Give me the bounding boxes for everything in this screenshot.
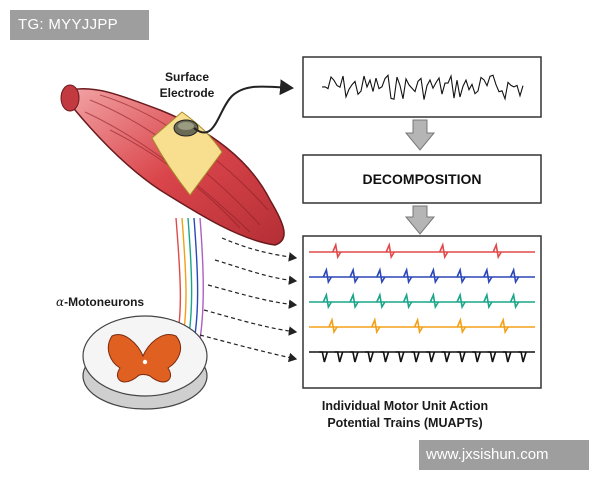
muapt-spike xyxy=(376,292,386,310)
muapt-spike xyxy=(499,317,509,335)
muapt-spike xyxy=(371,317,381,335)
raw-emg-signal xyxy=(321,74,524,101)
muapt-spike xyxy=(509,292,520,310)
muapt-spike xyxy=(380,351,390,363)
muapt-spike xyxy=(349,267,359,285)
muapt-spike xyxy=(472,351,481,363)
muapt-train-4 xyxy=(309,317,535,335)
muapt-spike xyxy=(518,351,527,363)
muapt-spike xyxy=(456,267,466,285)
muapt-spike xyxy=(438,242,449,260)
gray-matter xyxy=(107,334,181,383)
muapt-spike xyxy=(395,351,405,363)
muapt-caption: Individual Motor Unit Action Potential T… xyxy=(302,398,508,432)
watermark-top-left: TG: MYYJJPP xyxy=(10,10,149,40)
muapt-spike xyxy=(365,351,374,363)
muapt-train-3 xyxy=(309,292,535,310)
motor-unit-arrows xyxy=(199,237,298,363)
decomposition-arrows xyxy=(404,119,436,235)
muapt-spike xyxy=(413,317,424,335)
muapt-spike xyxy=(456,317,467,335)
muapt-spike xyxy=(487,351,497,363)
muapt-spike xyxy=(322,267,333,285)
muapt-spike xyxy=(402,292,413,310)
muapt-spike xyxy=(456,351,466,363)
muapt-spike xyxy=(331,242,342,260)
muapt-box xyxy=(302,235,542,389)
muapt-spike xyxy=(429,292,440,310)
muapt-spike xyxy=(385,242,395,260)
muapt-caption-line2: Potential Trains (MUAPTs) xyxy=(327,416,483,430)
surface-electrode-label-line1: Surface xyxy=(164,70,210,84)
muscle-tendon-end xyxy=(60,84,80,112)
surface-electrode-label-line2: Electrode xyxy=(159,86,215,100)
down-arrow-lower xyxy=(404,205,436,235)
muapt-spike xyxy=(483,292,493,310)
muapt-spike xyxy=(402,267,413,285)
muapt-spike xyxy=(492,242,502,260)
muapt-spike xyxy=(376,267,386,285)
surface-electrode-label: Surface Electrode xyxy=(152,69,222,101)
muapt-spike xyxy=(502,351,512,363)
muapt-caption-line1: Individual Motor Unit Action xyxy=(321,399,489,413)
muapt-spike xyxy=(411,351,420,363)
muapt-spike xyxy=(349,351,359,363)
muapt-train-5 xyxy=(309,351,535,363)
muapt-spike xyxy=(456,292,466,310)
muapt-train-2 xyxy=(309,267,535,285)
muapt-train-1 xyxy=(309,242,535,260)
muapt-spike xyxy=(328,317,338,335)
motoneurons-label: α-Motoneurons xyxy=(56,295,144,309)
muapt-trains xyxy=(309,242,535,363)
muscle-illustration xyxy=(60,79,294,246)
spinal-cord-section xyxy=(82,315,208,410)
muapt-spike xyxy=(441,351,451,363)
muapt-spike xyxy=(509,267,520,285)
electrode-sensor xyxy=(173,119,199,137)
electrode-cable xyxy=(193,79,294,134)
muapt-spike xyxy=(429,267,440,285)
muapt-spike xyxy=(426,351,436,363)
muapt-spike xyxy=(349,292,359,310)
down-arrow-upper xyxy=(404,119,436,151)
muapt-spike xyxy=(322,292,333,310)
muapt-spike xyxy=(334,351,344,363)
decomposition-box xyxy=(302,154,542,204)
decomposition-label: DECOMPOSITION xyxy=(362,171,482,187)
watermark-bottom-right: www.jxsishun.com xyxy=(419,440,589,470)
muapt-spike xyxy=(319,351,329,363)
motoneurons-text: -Motoneurons xyxy=(64,295,145,309)
muapt-spike xyxy=(483,267,493,285)
alpha-symbol: α xyxy=(56,295,65,309)
